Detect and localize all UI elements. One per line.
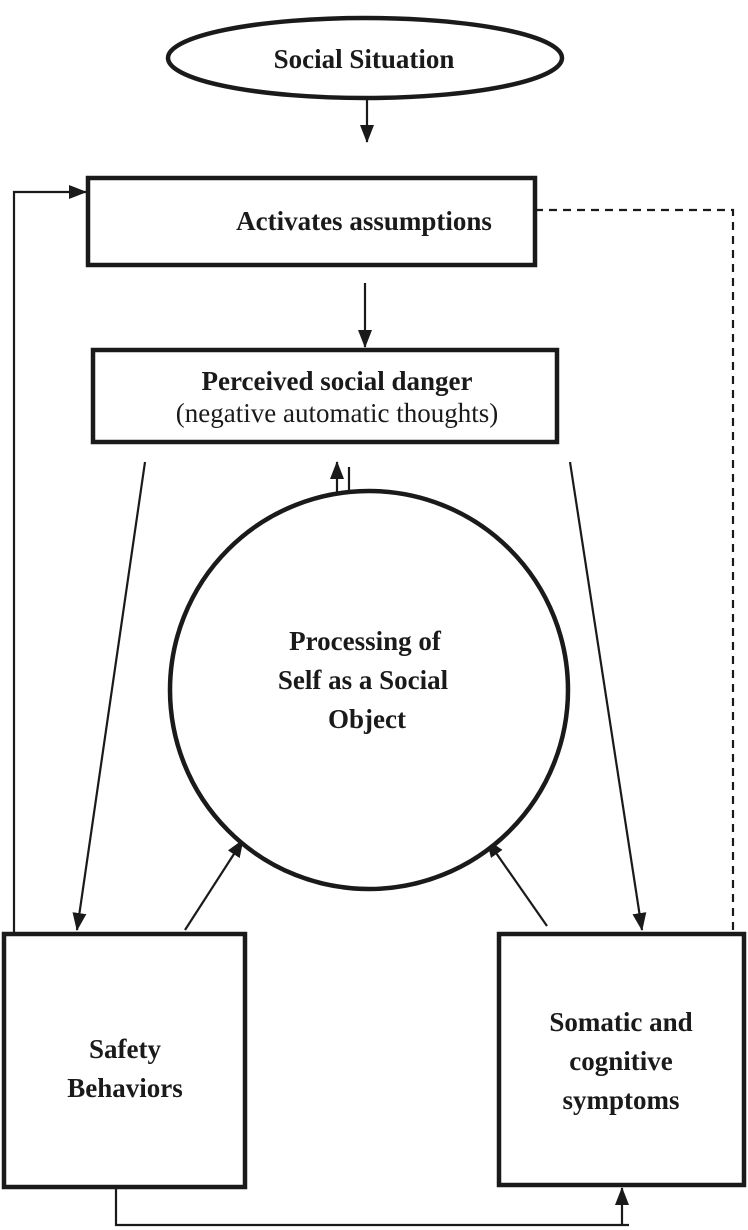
arrow-safety-to-somatic xyxy=(114,1187,629,1227)
perceived-danger-title: Perceived social danger xyxy=(202,366,473,396)
perceived-danger-subtitle: (negative automatic thoughts) xyxy=(176,398,498,428)
node-activates-assumptions: Activates assumptions xyxy=(85,175,538,268)
processing-line-3: Object xyxy=(328,704,406,734)
arrow-danger-to-safety xyxy=(72,461,147,931)
arrow-safety-to-processing xyxy=(184,839,244,931)
safety-line-1: Safety xyxy=(89,1034,161,1064)
processing-line-2: Self as a Social xyxy=(278,665,449,695)
node-perceived-social-danger: Perceived social danger (negative automa… xyxy=(90,347,560,445)
social-situation-label: Social Situation xyxy=(274,44,455,74)
activates-assumptions-label: Activates assumptions xyxy=(236,206,492,236)
somatic-line-1: Somatic and xyxy=(549,1007,692,1037)
somatic-line-3: symptoms xyxy=(562,1085,679,1115)
processing-line-1: Processing of xyxy=(289,626,442,656)
arrow-somatic-to-processing xyxy=(486,839,548,927)
node-safety-behaviors: Safety Behaviors xyxy=(1,931,248,1190)
dashed-assumptions-to-somatic xyxy=(535,208,735,934)
node-social-situation: Social Situation xyxy=(165,15,565,101)
arrow-danger-to-somatic xyxy=(568,461,647,931)
node-somatic-cognitive-symptoms: Somatic and cognitive symptoms xyxy=(496,931,747,1188)
arrow-safety-to-assumptions xyxy=(12,185,87,934)
somatic-line-2: cognitive xyxy=(569,1046,672,1076)
node-processing-self: Processing of Self as a Social Object xyxy=(167,488,571,892)
safety-line-2: Behaviors xyxy=(67,1073,183,1103)
